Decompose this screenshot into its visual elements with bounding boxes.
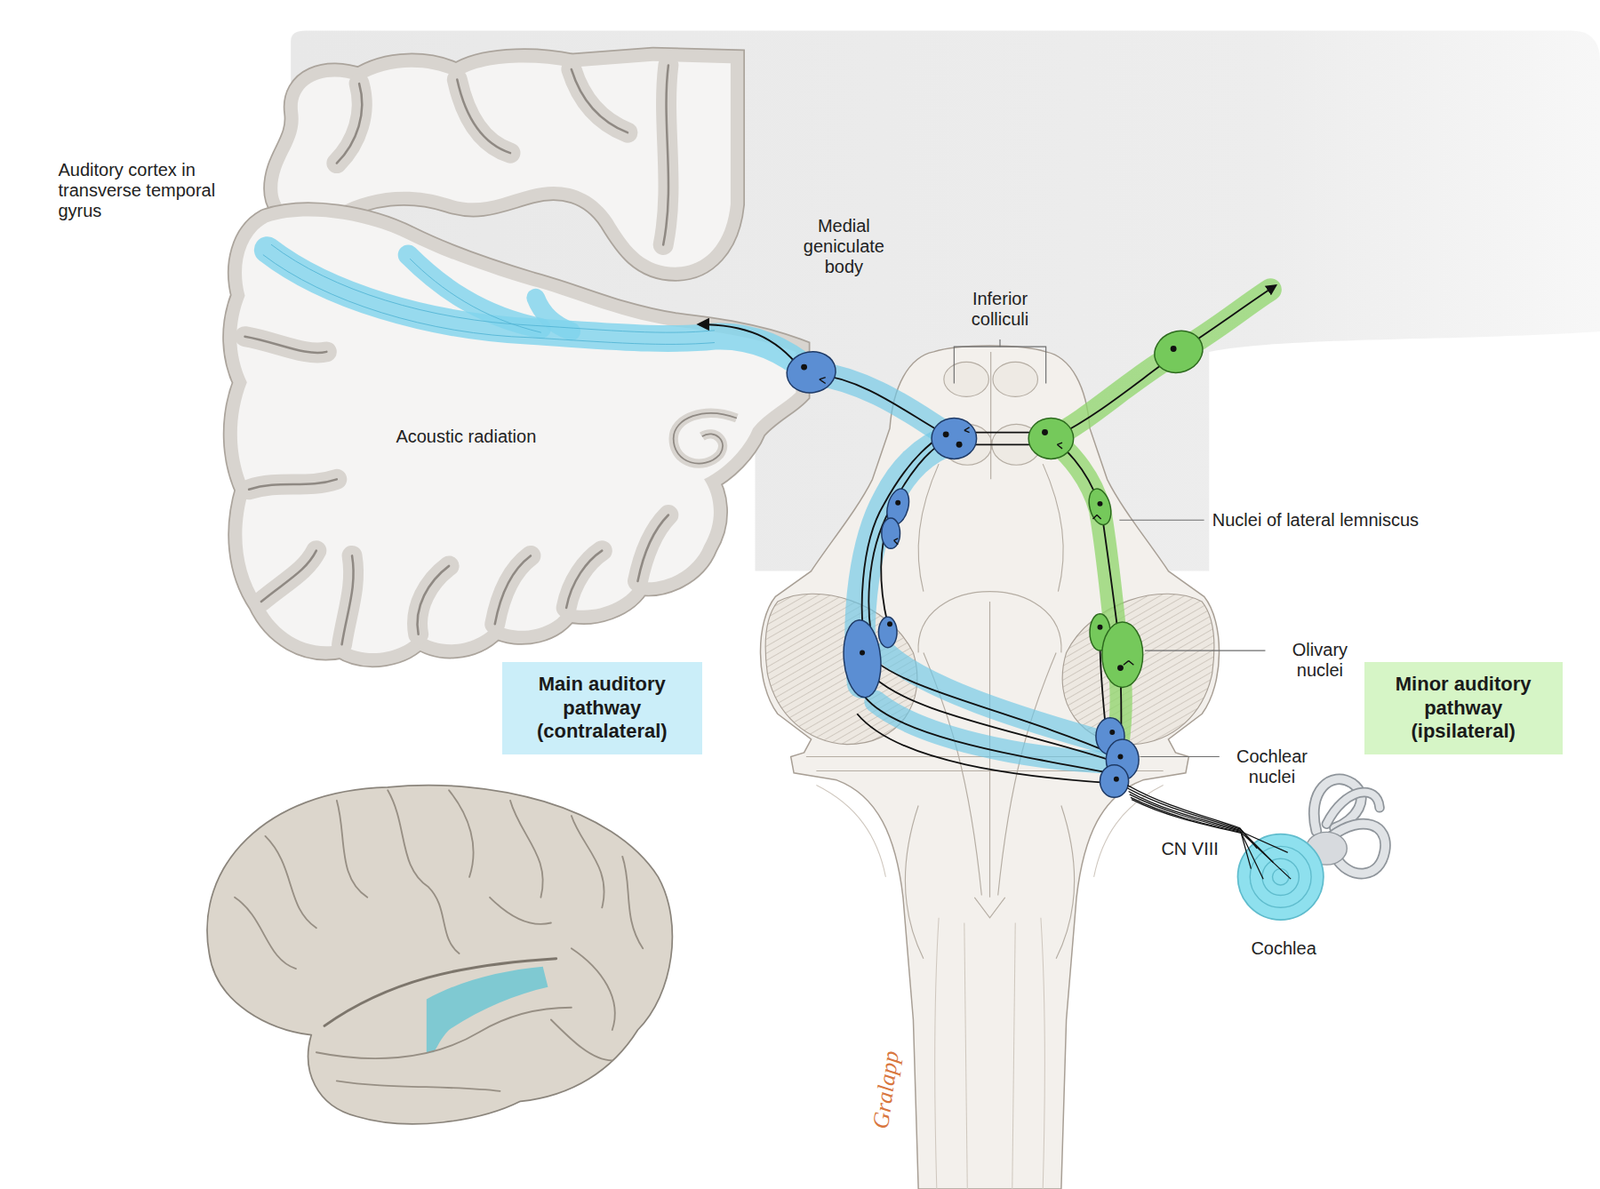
pathway-box: Minor auditory pathway (ipsilateral) [1364,662,1563,755]
structure-label: Medial geniculate body [790,216,897,278]
cortex-label: Auditory cortex in transverse temporal g… [57,160,240,222]
dendrite-marks [819,377,1135,666]
green-nuclei [1028,324,1208,688]
structure-label: Nuclei of lateral lemniscus [1212,510,1419,531]
structure-label: Cochlear nuclei [1227,746,1317,788]
structure-label: Cochlea [1250,938,1316,960]
nerve-label: CN VIII [1160,839,1218,860]
acoustic-radiation [263,244,811,372]
pathway-box: Main auditory pathway (contralateral) [502,662,703,755]
pathway-title: Minor auditory pathway (ipsilateral) [1373,672,1554,744]
structure-label: Olivary nuclei [1275,640,1365,681]
lateral-brain [207,785,672,1125]
main-pathway-band [811,372,1118,763]
axon-fibres [816,285,1276,784]
brainstem [760,345,1220,1189]
leader-lines [953,339,1265,757]
tract-label: Acoustic radiation [395,426,536,448]
artist-signature: Gralapp [867,1049,905,1131]
blue-nuclei [784,347,1140,798]
cranial-nerve-fibres [1127,785,1291,880]
structure-label: Inferior colliculi [951,288,1049,330]
neuron-cell-bodies [800,345,1176,783]
pathway-title: Main auditory pathway (contralateral) [511,672,694,744]
